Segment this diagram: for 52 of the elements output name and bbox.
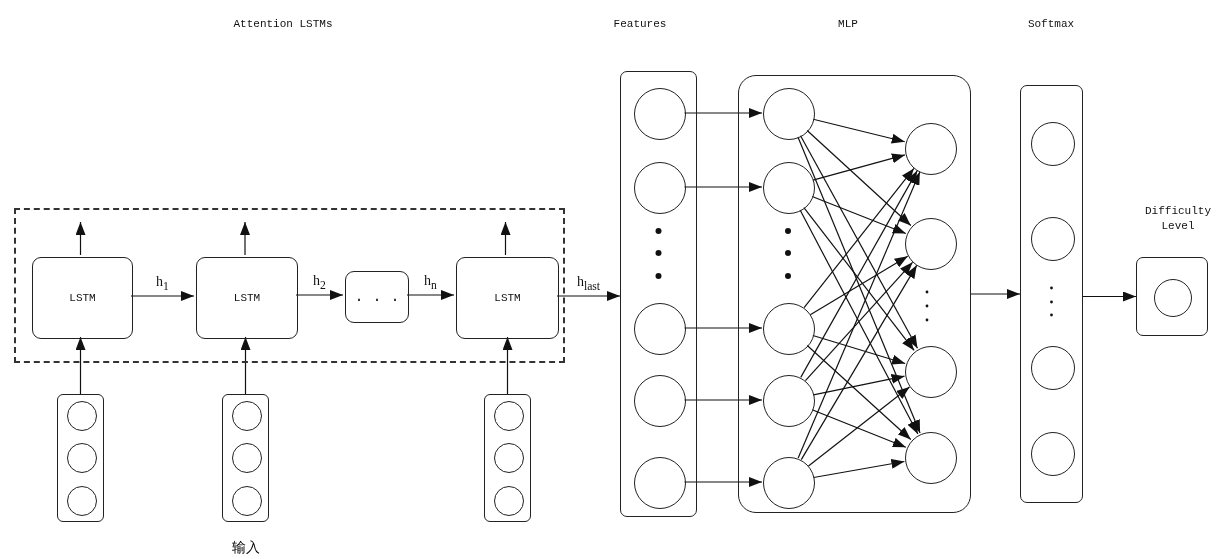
arrow: [75, 336, 86, 395]
column-heading: Features: [613, 18, 667, 30]
layer-box: [1020, 85, 1083, 503]
arrow: [1082, 291, 1137, 302]
arrow: [811, 195, 907, 235]
arrow: [683, 182, 763, 192]
arrow: [813, 458, 905, 479]
arrow: [683, 477, 763, 487]
lstm-cell-box: LSTM: [456, 257, 559, 339]
arrow: [809, 255, 909, 316]
arrow: [295, 290, 344, 300]
arrow: [806, 129, 912, 227]
arrow: [683, 395, 763, 405]
layer-box: [738, 75, 971, 513]
lstm-cell-box: LSTM: [32, 257, 133, 339]
layer-box: [620, 71, 697, 517]
arrow: [240, 221, 250, 256]
arrow: [803, 207, 915, 352]
arrow: [406, 290, 455, 300]
column-heading: Attention LSTMs: [233, 18, 333, 30]
arrow: [799, 209, 919, 435]
arrow: [240, 336, 251, 395]
arrow: [812, 373, 906, 396]
column-heading: Softmax: [1027, 18, 1075, 30]
arrow: [811, 409, 907, 448]
column-heading: MLP: [838, 18, 858, 30]
arrow: [803, 167, 915, 309]
arrow: [812, 334, 906, 365]
arrow: [130, 291, 195, 301]
arrow: [807, 386, 911, 467]
arrow: [683, 323, 763, 333]
arrow: [75, 221, 86, 256]
arrow: [500, 221, 511, 256]
arrow: [797, 136, 921, 434]
lstm-cell-box: LSTM: [196, 257, 298, 339]
arrow: [812, 118, 906, 144]
ellipsis-box: . . .: [345, 271, 409, 323]
arrow: [812, 153, 906, 181]
arrow: [799, 135, 919, 349]
input-vector-box: [484, 394, 531, 522]
arrow: [804, 261, 914, 382]
column-heading: Difficulty Level: [1144, 204, 1212, 234]
arrow: [502, 336, 513, 395]
input-vector-box: [57, 394, 104, 522]
arrow: [800, 170, 918, 378]
arrow: [797, 171, 921, 459]
arrow: [556, 291, 621, 301]
arrow: [970, 289, 1021, 299]
arrow: [683, 108, 763, 118]
arrow: [800, 264, 918, 461]
arrow: [806, 344, 912, 441]
caption-text: 输入: [231, 539, 260, 557]
